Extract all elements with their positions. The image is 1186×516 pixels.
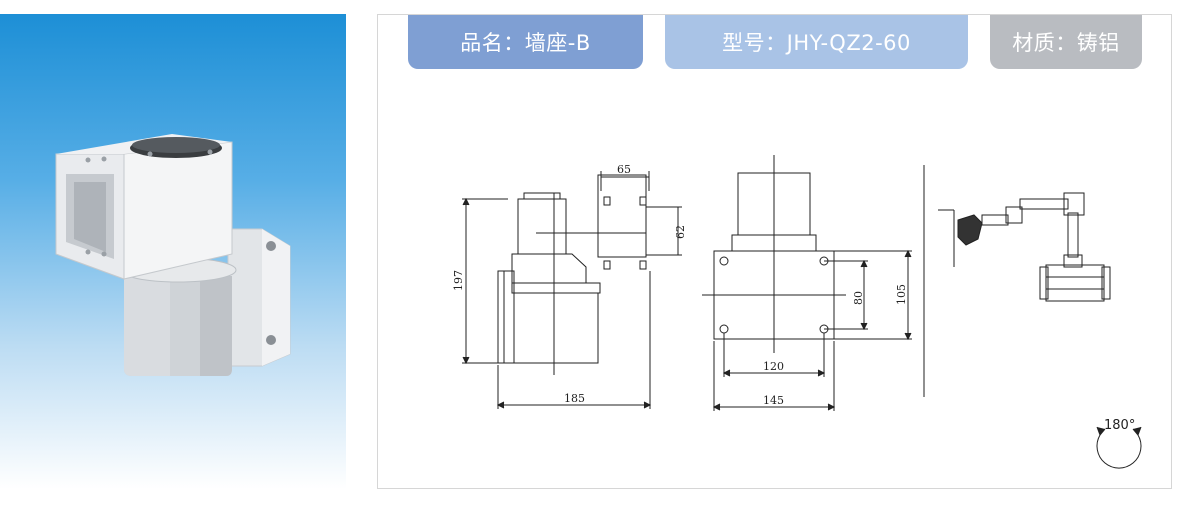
dim-side-top-width: 65 bbox=[617, 163, 631, 176]
dim-front-hole-vertical: 80 bbox=[852, 291, 865, 305]
dim-front-height: 105 bbox=[895, 284, 908, 305]
drawing-panel: 品名：墙座-B 型号：JHY-QZ2-60 材质：铸铝 bbox=[377, 14, 1172, 489]
product-model-tab: 型号：JHY-QZ2-60 bbox=[665, 15, 968, 69]
rotation-arc bbox=[1096, 434, 1142, 469]
rotation-label: 180° bbox=[1104, 418, 1135, 433]
product-name-tab: 品名：墙座-B bbox=[408, 15, 643, 69]
front-view bbox=[702, 155, 846, 353]
assembly-sketch bbox=[938, 192, 1111, 302]
dim-side-bolt-spacing: 62 bbox=[674, 225, 687, 239]
technical-drawing: 65 62 197 185 80 105 120 145 180° bbox=[452, 155, 1142, 469]
product-photo-panel bbox=[0, 14, 346, 489]
side-view bbox=[497, 174, 647, 375]
product-render-image bbox=[55, 134, 291, 376]
dim-side-width: 185 bbox=[564, 392, 585, 405]
dim-side-height: 197 bbox=[452, 270, 465, 291]
product-material-tab: 材质：铸铝 bbox=[990, 15, 1142, 69]
dim-front-hole-horizontal: 120 bbox=[763, 360, 784, 373]
dim-front-width: 145 bbox=[763, 394, 784, 407]
